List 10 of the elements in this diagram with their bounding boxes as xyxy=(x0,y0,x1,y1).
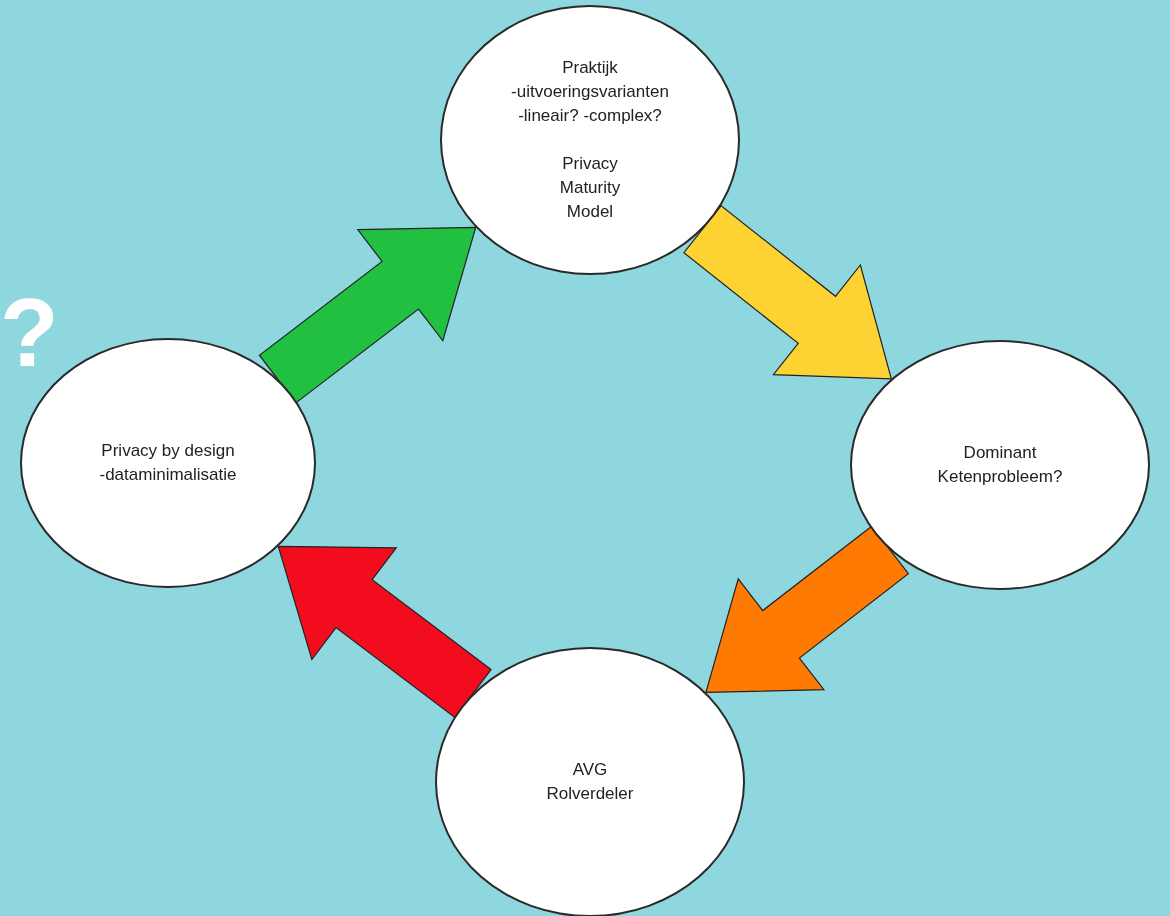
node-text: Privacy by design -dataminimalisatie xyxy=(98,440,238,486)
block-arrow xyxy=(705,525,910,693)
node-text: Privacy Maturity Model xyxy=(559,153,621,223)
node-text: Praktijk -uitvoeringsvarianten -lineair? -complex? xyxy=(511,57,669,127)
node-text: Dominant Ketenprobleem? xyxy=(937,442,1063,488)
block-arrow xyxy=(258,226,477,404)
block-arrow xyxy=(277,545,492,719)
node-text: AVG Rolverdeler xyxy=(546,759,634,805)
block-arrow xyxy=(683,204,893,380)
question-mark-text: ? xyxy=(0,285,59,381)
